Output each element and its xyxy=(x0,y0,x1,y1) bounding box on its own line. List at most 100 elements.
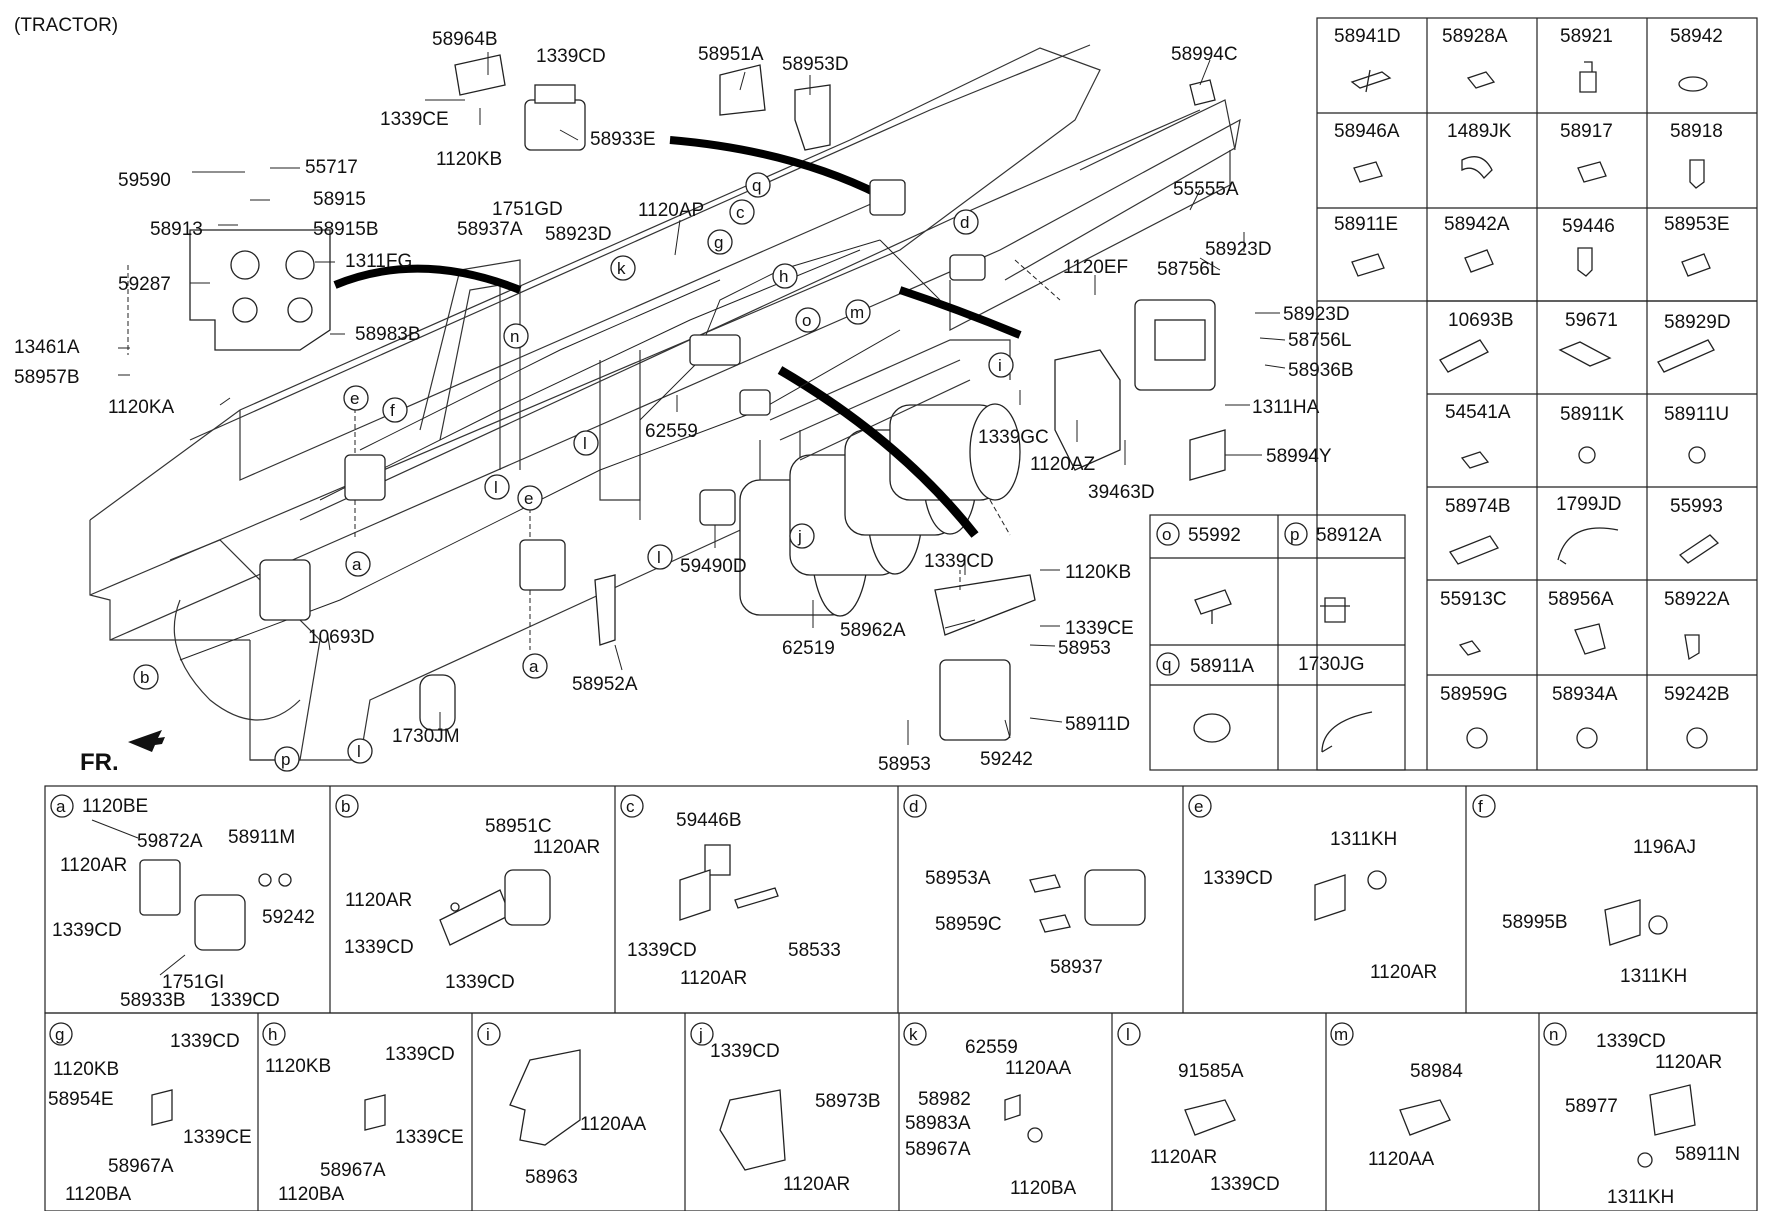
part-label: 1339CD xyxy=(536,46,606,67)
part-label: 58954E xyxy=(48,1089,114,1110)
svg-text:f: f xyxy=(390,401,395,420)
part-label: 58953D xyxy=(782,54,849,75)
part-label: 58911M xyxy=(228,827,295,848)
part-label: 58964B xyxy=(432,29,498,50)
front-arrow-icon xyxy=(128,730,165,752)
svg-text:j: j xyxy=(698,1025,703,1044)
part-label: 1120EF xyxy=(1063,257,1128,278)
part-label: 1339CE xyxy=(183,1127,252,1148)
part-label: 1120AR xyxy=(783,1174,850,1195)
svg-text:e: e xyxy=(350,389,359,408)
callout-a: a xyxy=(522,653,548,679)
part-label: 1730JM xyxy=(392,726,460,747)
svg-text:g: g xyxy=(714,233,723,252)
svg-text:c: c xyxy=(736,203,745,222)
part-label: 1120KB xyxy=(53,1059,119,1080)
callout-k: k xyxy=(610,255,636,281)
part-label: 1339CE xyxy=(395,1127,464,1148)
diagram-title: (TRACTOR) xyxy=(14,15,118,36)
part-label: 58911E xyxy=(1334,214,1398,235)
part-label: 58913 xyxy=(150,219,203,240)
part-label: 91585A xyxy=(1178,1061,1244,1082)
svg-text:e: e xyxy=(524,489,533,508)
part-label: 58941D xyxy=(1334,26,1401,47)
svg-text:h: h xyxy=(268,1025,277,1044)
part-label: 1339CD xyxy=(1596,1031,1666,1052)
part-label: 59446 xyxy=(1562,216,1615,237)
callout-q: q xyxy=(745,172,771,198)
leader-lines xyxy=(118,52,1286,745)
callout-p: p xyxy=(274,746,300,772)
svg-text:p: p xyxy=(281,750,290,769)
part-label: 58911D xyxy=(1065,714,1130,735)
svg-text:o: o xyxy=(802,311,811,330)
svg-text:l: l xyxy=(494,478,498,497)
part-label: 59872A xyxy=(137,831,203,852)
part-label: 1339CD xyxy=(710,1041,780,1062)
main-part-labels: 58964B 1339CD 1339CE 1120KB 58933E 1751G… xyxy=(14,29,1354,775)
svg-text:o: o xyxy=(1162,525,1171,544)
callout-circles: q c g h k d m o n i e f l l e l j a a b … xyxy=(133,172,1014,772)
svg-text:d: d xyxy=(960,213,969,232)
part-label: 1799JD xyxy=(1556,494,1622,515)
svg-text:l: l xyxy=(1126,1025,1130,1044)
callout-f: f xyxy=(382,397,408,423)
part-label: 58953A xyxy=(925,868,991,889)
svg-text:i: i xyxy=(998,356,1002,375)
part-label: 10693B xyxy=(1448,310,1514,331)
svg-text:m: m xyxy=(1334,1025,1348,1044)
part-label: 13461A xyxy=(14,337,80,358)
part-label: 58957B xyxy=(14,367,80,388)
part-label: 58923D xyxy=(1283,304,1350,325)
part-label: 58994C xyxy=(1171,44,1238,65)
part-label: 58952A xyxy=(572,674,638,695)
svg-text:l: l xyxy=(583,434,587,453)
callout-l: l xyxy=(347,738,373,764)
part-label: 58967A xyxy=(905,1139,971,1160)
part-label: 1120AR xyxy=(1370,962,1437,983)
part-label: 55717 xyxy=(305,157,358,178)
part-label: 1120AR xyxy=(345,890,412,911)
svg-text:l: l xyxy=(357,742,361,761)
callout-e: e xyxy=(343,385,369,411)
part-label: 58977 xyxy=(1565,1096,1618,1117)
hose-curve-bottom xyxy=(777,366,979,538)
part-label: 1339CD xyxy=(627,940,697,961)
part-label: 62519 xyxy=(782,638,835,659)
hose-curve-left xyxy=(333,264,522,294)
callout-h: h xyxy=(772,263,798,289)
callout-o: o xyxy=(795,307,821,333)
callout-m: m xyxy=(845,299,871,325)
svg-text:q: q xyxy=(752,176,761,195)
part-label: 1339CD xyxy=(385,1044,455,1065)
parts-table-labels: 58941D 58928A 58921 58942 58946A 1489JK … xyxy=(1334,26,1731,705)
part-label: 1339CD xyxy=(344,937,414,958)
hose-curve-top xyxy=(669,136,882,199)
part-label: 55993 xyxy=(1670,496,1723,517)
parts-table xyxy=(1316,17,1758,771)
detail-row-2 xyxy=(44,1012,1758,1211)
part-label: 58983A xyxy=(905,1113,971,1134)
part-label: 58994Y xyxy=(1266,446,1332,467)
part-label: 58967A xyxy=(320,1160,386,1181)
part-label: 58946A xyxy=(1334,121,1400,142)
svg-text:a: a xyxy=(352,555,362,574)
detail-row-2-content: g 1339CD 1120KB 58954E 1339CE 58967A 112… xyxy=(48,1022,1740,1208)
part-label: 59490D xyxy=(680,556,747,577)
part-label: 58942A xyxy=(1444,214,1510,235)
callout-e: e xyxy=(517,485,543,511)
svg-text:b: b xyxy=(341,797,350,816)
part-label: 1311FG xyxy=(345,251,412,272)
part-label: 62559 xyxy=(645,421,698,442)
detail-row-1-content: a 1120BE 59872A 58911M 1120AR 59242 1339… xyxy=(50,794,1696,1011)
part-label: 58963 xyxy=(525,1167,578,1188)
callout-a: a xyxy=(345,551,371,577)
part-label: 58915 xyxy=(313,189,366,210)
svg-text:j: j xyxy=(797,527,802,546)
part-label: 58951C xyxy=(485,816,552,837)
part-label: 58967A xyxy=(108,1156,174,1177)
part-label: 1339CD xyxy=(924,551,994,572)
part-label: 1120AR xyxy=(680,968,747,989)
svg-text:k: k xyxy=(909,1025,918,1044)
svg-text:n: n xyxy=(510,327,519,346)
